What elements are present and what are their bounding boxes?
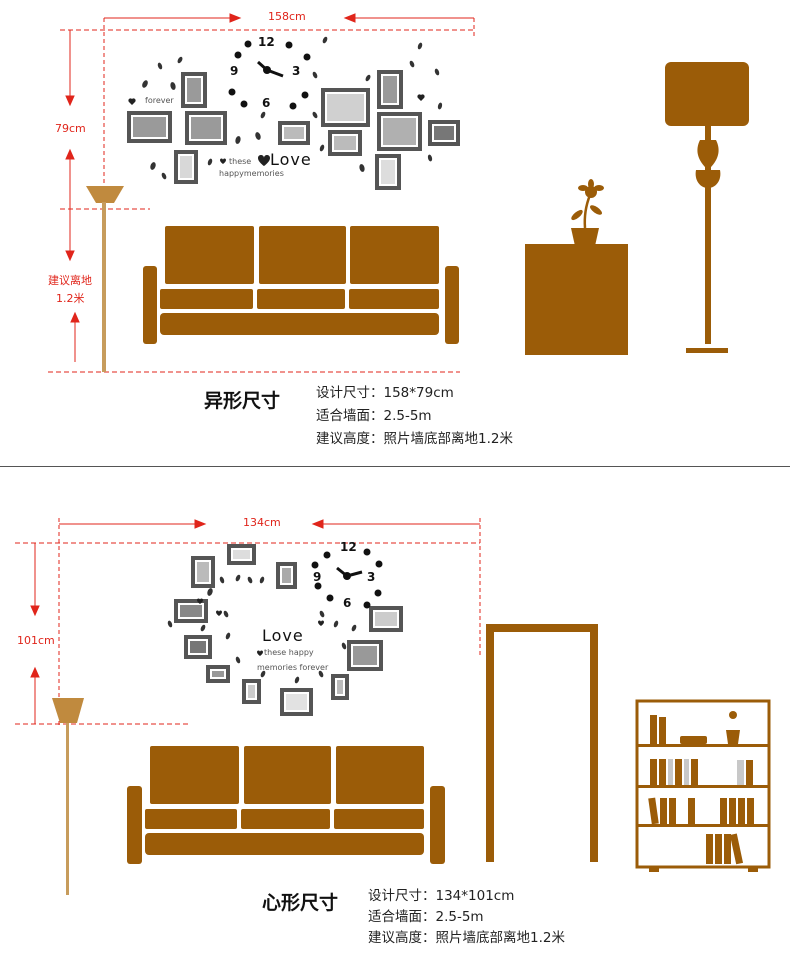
spec-wall-fit-2: 适合墙面：2.5-5m (368, 909, 484, 925)
bookshelf-2 (635, 699, 771, 872)
height-dimension-label-2: 101cm (17, 634, 55, 647)
wall-clock-1 (228, 40, 311, 110)
arrowhead-up-3 (30, 666, 40, 678)
art-text-memories-2: memories forever (257, 663, 329, 672)
clock-number-12-2: 12 (340, 540, 357, 554)
spec-recommended-height-2: 建议高度：照片墙底部离地1.2米 (368, 930, 565, 946)
section-divider (0, 466, 790, 467)
floor-lamp-left-1 (86, 186, 124, 372)
spec-design-size-2: 设计尺寸：134*101cm (368, 888, 515, 904)
width-dimension-label: 158cm (268, 10, 306, 23)
arrowhead-up (65, 148, 75, 160)
room-illustration-1 (48, 13, 749, 373)
butterflies-2 (167, 574, 357, 684)
art-text-memories: happymemories (219, 169, 284, 178)
clock-number-9: 9 (230, 64, 239, 78)
arrowhead-up-2 (70, 311, 80, 323)
butterflies-1 (142, 36, 443, 180)
spec-list: 设计尺寸：158*79cm 适合墙面：2.5-5m 建议高度：照片墙底部离地1.… (316, 382, 513, 451)
art-text-these: these (229, 157, 252, 166)
floor-lamp-right-1 (665, 62, 749, 353)
arrowhead-down-2 (65, 250, 75, 262)
width-dimension-label-2: 134cm (243, 516, 281, 529)
art-text-forever: forever (145, 96, 174, 105)
sofa-2 (127, 746, 445, 864)
art-text-love-2: Love (262, 626, 304, 645)
room-illustration-2 (15, 518, 771, 895)
floor-distance-label-line1: 建议离地 (48, 274, 92, 287)
art-text-these-2: these happy (264, 648, 314, 657)
variant-title-2: 心形尺寸 (262, 892, 339, 914)
sofa-1 (143, 226, 459, 344)
spec-wall-fit: 适合墙面：2.5-5m (316, 408, 432, 424)
arrowhead-right-2 (194, 519, 207, 529)
dimension-lines-1 (48, 13, 475, 373)
decorations-1 (128, 94, 425, 166)
clock-number-9-2: 9 (313, 570, 322, 584)
floor-distance-label-line2: 1.2米 (56, 292, 85, 305)
arrowhead-left (343, 13, 356, 23)
spec-list-2: 设计尺寸：134*101cm 适合墙面：2.5-5m 建议高度：照片墙底部离地1… (368, 886, 565, 949)
variant-irregular-section: 12 3 6 9 forever these happymemories Lov… (0, 0, 790, 466)
arrowhead-right (229, 13, 242, 23)
hearts-2 (197, 598, 324, 656)
art-text-love: Love (270, 150, 312, 169)
clock-number-3-2: 3 (367, 570, 376, 584)
floor-lamp-left-2 (52, 698, 84, 895)
variant-title: 异形尺寸 (204, 390, 281, 412)
clock-number-3: 3 (292, 64, 301, 78)
clock-number-6: 6 (262, 96, 271, 110)
spec-design-size: 设计尺寸：158*79cm (316, 385, 454, 401)
clock-number-6-2: 6 (343, 596, 352, 610)
photo-contents-1 (133, 76, 454, 184)
height-dimension-label: 79cm (55, 122, 86, 135)
side-table-1 (525, 179, 628, 355)
variant-heart-section: 12 3 6 9 Love these happy memories forev… (0, 468, 790, 958)
spec-recommended-height: 建议高度：照片墙底部离地1.2米 (316, 431, 513, 447)
arrowhead-left-2 (311, 519, 324, 529)
photo-contents-2 (180, 550, 397, 710)
arrowhead-down (65, 95, 75, 107)
dimension-lines-2 (15, 518, 481, 728)
door-frame-2 (486, 624, 598, 862)
clock-number-12: 12 (258, 35, 275, 49)
wall-clock-2 (311, 548, 383, 609)
arrowhead-down-3 (30, 605, 40, 617)
